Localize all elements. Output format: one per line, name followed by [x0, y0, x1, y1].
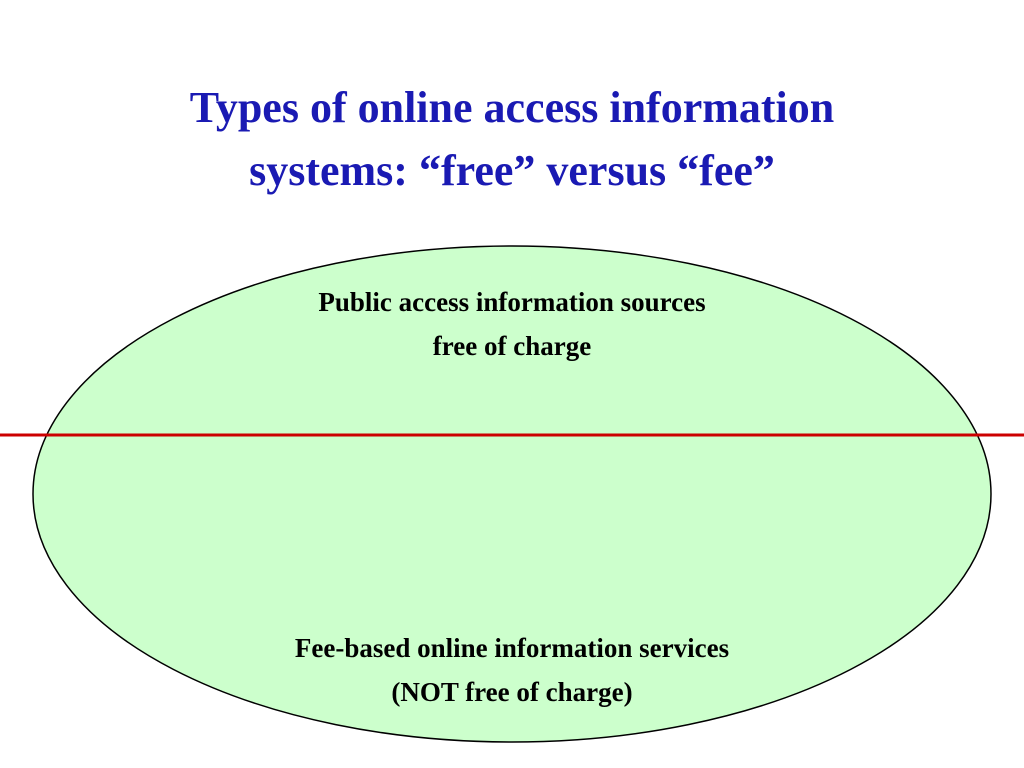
- fee-services-label-line-2: (NOT free of charge): [391, 677, 633, 707]
- access-systems-ellipse: [32, 245, 992, 743]
- slide-title-line-2: systems: “free” versus “fee”: [249, 146, 775, 195]
- slide-title-line-1: Types of online access information: [189, 83, 835, 132]
- free-sources-label-line-1: Public access information sources: [318, 287, 706, 317]
- free-sources-label: Public access information sources free o…: [0, 280, 1024, 368]
- free-sources-label-line-2: free of charge: [432, 331, 592, 361]
- slide-title: Types of online access information syste…: [0, 76, 1024, 202]
- fee-services-label: Fee-based online information services (N…: [0, 626, 1024, 714]
- fee-services-label-line-1: Fee-based online information services: [294, 633, 730, 663]
